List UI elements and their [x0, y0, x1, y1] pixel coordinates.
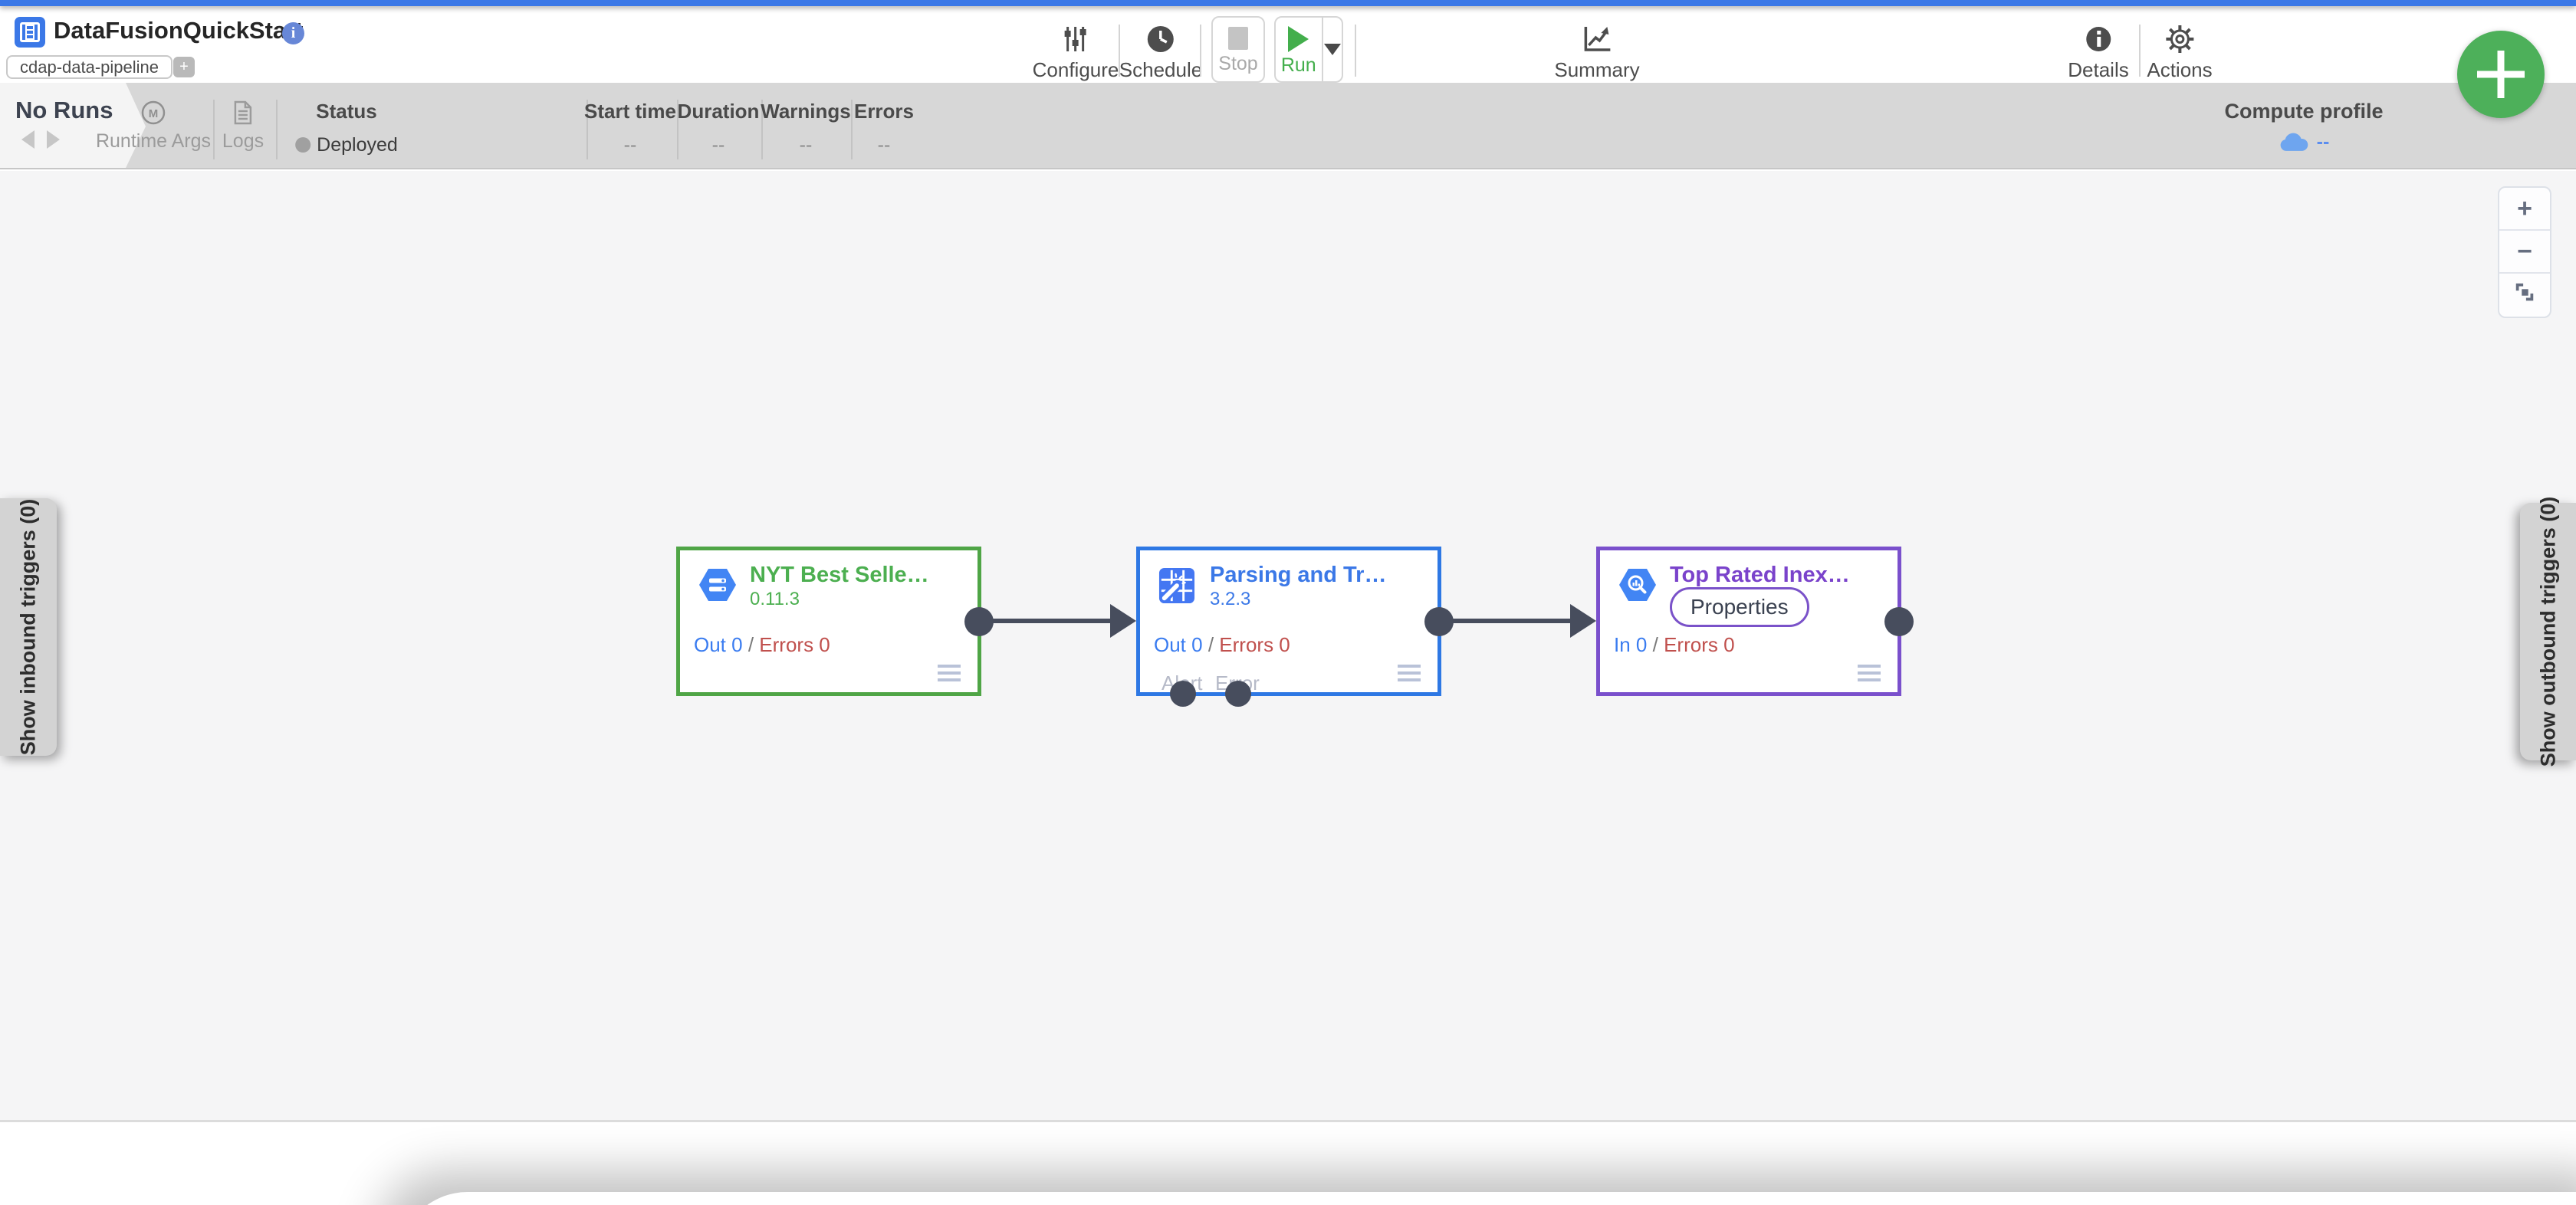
statusbar-divider — [851, 100, 853, 159]
output-port[interactable] — [1884, 606, 1914, 636]
header-bar: DataFusionQuickStart i cdap-data-pipelin… — [0, 6, 2576, 83]
warnings-column: Warnings -- — [761, 100, 851, 156]
runs-pointer — [126, 83, 146, 168]
macro-icon: M — [96, 100, 211, 126]
compute-profile[interactable]: Compute profile -- — [2224, 100, 2384, 153]
node-menu-button[interactable] — [938, 661, 961, 681]
node-title: Top Rated Inex… — [1670, 563, 1850, 587]
node-metrics: In 0 / Errors 0 — [1614, 633, 1735, 656]
cloud-icon — [2280, 133, 2308, 151]
statusbar-divider — [213, 100, 215, 159]
status-column: Status Deployed — [295, 100, 398, 156]
svg-text:M: M — [149, 107, 159, 120]
toolbar-divider — [1200, 25, 1201, 77]
pipeline-tag-chip: cdap-data-pipeline — [6, 55, 173, 79]
errors-column: Errors -- — [853, 100, 915, 156]
zoom-out-button[interactable]: − — [2499, 231, 2550, 274]
outbound-triggers-tab[interactable]: Show outbound triggers (0) — [2520, 497, 2576, 767]
add-entity-fab[interactable] — [2457, 31, 2545, 118]
toolbar-divider — [1119, 25, 1120, 77]
cdap-logo-icon — [15, 17, 45, 48]
run-button[interactable]: Run — [1276, 18, 1322, 81]
node-source[interactable]: NYT Best Selle… 0.11.3 Out 0 / Errors 0 — [676, 547, 994, 696]
node-title: Parsing and Tr… — [1210, 563, 1387, 587]
runtime-args-button[interactable]: M Runtime Args — [96, 100, 211, 153]
toolbar-divider — [2139, 25, 2141, 77]
next-run-icon[interactable] — [47, 130, 60, 149]
top-accent-bar — [0, 0, 2576, 6]
statusbar-divider — [276, 100, 278, 159]
node-sink[interactable]: Top Rated Inex… Properties In 0 / Errors… — [1596, 547, 1914, 696]
stop-button[interactable]: Stop — [1211, 16, 1265, 83]
bottom-strip — [0, 1125, 2576, 1205]
sliders-icon — [1033, 23, 1119, 55]
run-status-bar: No Runs M Runtime Args — [0, 83, 2576, 169]
runs-summary: No Runs — [0, 83, 126, 168]
inbound-triggers-tab[interactable]: Show inbound triggers (0) — [0, 498, 57, 756]
status-value: Deployed — [317, 134, 398, 156]
start-time-column: Start time -- — [584, 100, 676, 156]
node-metrics: Out 0 / Errors 0 — [1154, 633, 1290, 656]
schedule-button[interactable]: Schedule — [1119, 23, 1202, 82]
error-port[interactable] — [1225, 681, 1251, 707]
chart-line-icon — [1554, 23, 1639, 55]
node-menu-button[interactable] — [1858, 661, 1881, 681]
output-port[interactable] — [1424, 606, 1454, 636]
edge-source-to-transform — [980, 619, 1113, 623]
info-icon[interactable]: i — [282, 22, 304, 44]
duration-column: Duration -- — [677, 100, 760, 156]
output-port[interactable] — [964, 606, 994, 636]
wrangler-icon — [1158, 567, 1195, 604]
run-options-button[interactable] — [1321, 18, 1342, 81]
arrowhead-icon — [1110, 604, 1136, 638]
arrowhead-icon — [1570, 604, 1596, 638]
details-button[interactable]: Details — [2068, 23, 2129, 82]
edge-transform-to-sink — [1441, 619, 1573, 623]
alert-port[interactable] — [1170, 681, 1196, 707]
gear-icon — [2147, 23, 2212, 55]
bigquery-icon — [1619, 569, 1656, 601]
toolbar-divider — [1355, 25, 1356, 77]
node-metrics: Out 0 / Errors 0 — [694, 633, 830, 656]
node-version: 3.2.3 — [1210, 589, 1251, 609]
fit-to-screen-button[interactable] — [2499, 274, 2550, 317]
bottom-sheet-edge — [399, 1192, 2576, 1205]
node-transform[interactable]: Parsing and Tr… 3.2.3 Out 0 / Errors 0 A… — [1136, 547, 1454, 707]
play-icon — [1288, 26, 1309, 52]
document-icon — [222, 100, 264, 126]
runs-count-label: No Runs — [15, 97, 113, 123]
node-menu-button[interactable] — [1398, 661, 1421, 681]
zoom-in-button[interactable]: + — [2499, 188, 2550, 231]
properties-button[interactable]: Properties — [1670, 587, 1809, 627]
statusbar-divider — [586, 100, 588, 159]
compute-profile-value: -- — [2316, 131, 2330, 153]
gcs-icon — [699, 569, 736, 601]
summary-button[interactable]: Summary — [1554, 23, 1640, 82]
stop-icon — [1228, 27, 1248, 50]
statusbar-divider — [761, 100, 763, 159]
run-button-group: Run — [1274, 16, 1343, 83]
logs-button[interactable]: Logs — [222, 100, 264, 153]
page-title: DataFusionQuickStart — [54, 17, 304, 44]
configure-button[interactable]: Configure — [1033, 23, 1119, 82]
node-version: 0.11.3 — [750, 589, 800, 609]
clock-icon — [1119, 23, 1202, 55]
status-dot-icon — [295, 137, 311, 153]
info-circle-icon — [2068, 23, 2128, 55]
previous-run-icon[interactable] — [21, 130, 34, 149]
chevron-down-icon — [1323, 44, 1341, 55]
zoom-controls: + − — [2498, 186, 2551, 318]
actions-button[interactable]: Actions — [2147, 23, 2213, 82]
fit-to-screen-icon — [2515, 283, 2534, 301]
statusbar-divider — [677, 100, 678, 159]
node-title: NYT Best Selle… — [750, 563, 929, 587]
add-tag-button[interactable]: + — [173, 57, 195, 77]
